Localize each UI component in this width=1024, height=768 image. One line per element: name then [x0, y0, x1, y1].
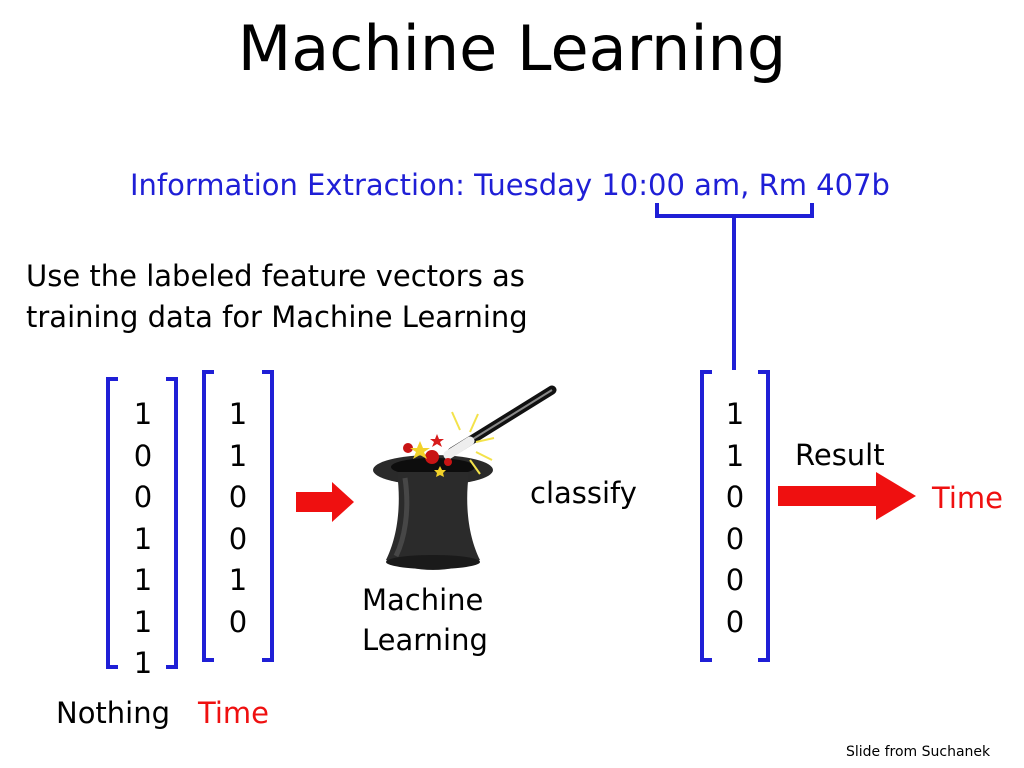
- vector2-values: 1 1 0 0 1 0: [218, 394, 258, 643]
- result-time-label: Time: [932, 481, 1003, 515]
- vector1-value: 1: [133, 397, 153, 431]
- result-value: 0: [725, 521, 745, 556]
- magic-hat-icon: [373, 455, 493, 570]
- vector1-label: Nothing: [56, 696, 171, 730]
- slide-footer: Slide from Suchanek: [846, 744, 991, 760]
- result-right-bracket: [758, 370, 770, 662]
- result-value: 1: [725, 397, 745, 431]
- vector2-value: 1: [228, 397, 248, 431]
- result-arrow: [778, 472, 916, 520]
- vector2-value: 0: [228, 480, 248, 514]
- machine-learning-label: Machine Learning: [362, 580, 488, 660]
- vector1-value: 1: [133, 646, 153, 680]
- result-value: 0: [725, 480, 745, 514]
- result-vector-values: 1 1 0 0 0 0: [715, 394, 755, 643]
- vector1-left-bracket: [106, 377, 118, 669]
- info-extraction-line: Information Extraction: Tuesday 10:00 am…: [130, 168, 890, 202]
- vector1-value: 0: [133, 480, 153, 514]
- result-label: Result: [795, 438, 885, 472]
- vector2-left-bracket: [202, 370, 214, 662]
- ml-label-line-1: Machine: [362, 583, 484, 617]
- vector2-value: 0: [228, 604, 248, 639]
- time-span-bracket: [655, 203, 814, 218]
- instruction-line-1: Use the labeled feature vectors as: [26, 259, 525, 293]
- result-value: 1: [725, 438, 745, 473]
- vector2-value: 1: [228, 438, 248, 473]
- vector2-value: 0: [228, 521, 248, 556]
- vector2-right-bracket: [262, 370, 274, 662]
- vector1-values: 1 0 0 1 1 1 1: [123, 394, 163, 685]
- result-left-bracket: [700, 370, 712, 662]
- instruction-line-2: training data for Machine Learning: [26, 300, 528, 334]
- slide-title: Machine Learning: [237, 12, 787, 85]
- classify-label: classify: [530, 476, 637, 510]
- vector1-value: 0: [133, 438, 153, 473]
- vector1-value: 1: [133, 521, 153, 556]
- result-value: 0: [725, 563, 745, 597]
- magic-wand-icon: [403, 385, 557, 477]
- vector2-value: 1: [228, 563, 248, 597]
- vector1-right-bracket: [166, 377, 178, 669]
- instruction-text: Use the labeled feature vectors as train…: [26, 256, 528, 338]
- vector2-label: Time: [198, 696, 269, 730]
- vector1-value: 1: [133, 563, 153, 597]
- ml-label-line-2: Learning: [362, 623, 488, 657]
- result-value: 0: [725, 604, 745, 639]
- vector1-value: 1: [133, 604, 153, 639]
- input-arrow: [296, 482, 354, 522]
